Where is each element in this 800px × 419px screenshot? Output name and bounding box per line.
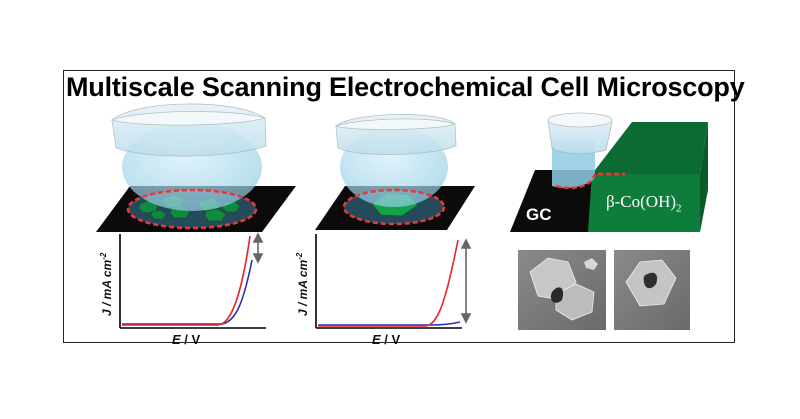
- pipette-rim: [334, 118, 457, 131]
- plot-1-ylabel: J / mA cm-2: [99, 252, 114, 316]
- curve-blue: [318, 321, 461, 326]
- plot-2: [315, 234, 472, 329]
- pipette-rim: [110, 111, 267, 126]
- sem-image-2: [614, 250, 690, 330]
- crystal-label: β-Co(OH)2: [606, 192, 682, 215]
- plot-1-xlabel: E / V: [172, 332, 201, 347]
- boundary-dash: [126, 188, 258, 230]
- curve-red: [318, 239, 459, 327]
- scene-edge-view: [510, 112, 708, 232]
- curve-red: [122, 235, 251, 326]
- boundary-dash: [342, 188, 446, 226]
- figure-title: Multiscale Scanning Electrochemical Cell…: [66, 72, 745, 102]
- plot-2-ylabel: J / mA cm-2: [295, 252, 310, 316]
- crystal-top-face: [592, 122, 708, 174]
- double-arrow: [252, 232, 264, 264]
- sem-image-1: [518, 250, 606, 330]
- plot-1: [119, 232, 266, 329]
- boundary-dash: [555, 172, 625, 190]
- crystal-side-face: [700, 122, 708, 232]
- double-arrow: [460, 238, 472, 324]
- plot-2-xlabel: E / V: [372, 332, 401, 347]
- pipette-rim: [547, 112, 613, 128]
- scene-single-crystal: [315, 114, 475, 230]
- crystal-front-face: [588, 174, 700, 232]
- curve-blue: [122, 259, 253, 325]
- substrate-label: GC: [526, 205, 552, 224]
- scene-large-droplet: [96, 103, 296, 232]
- figure-frame: [63, 70, 735, 343]
